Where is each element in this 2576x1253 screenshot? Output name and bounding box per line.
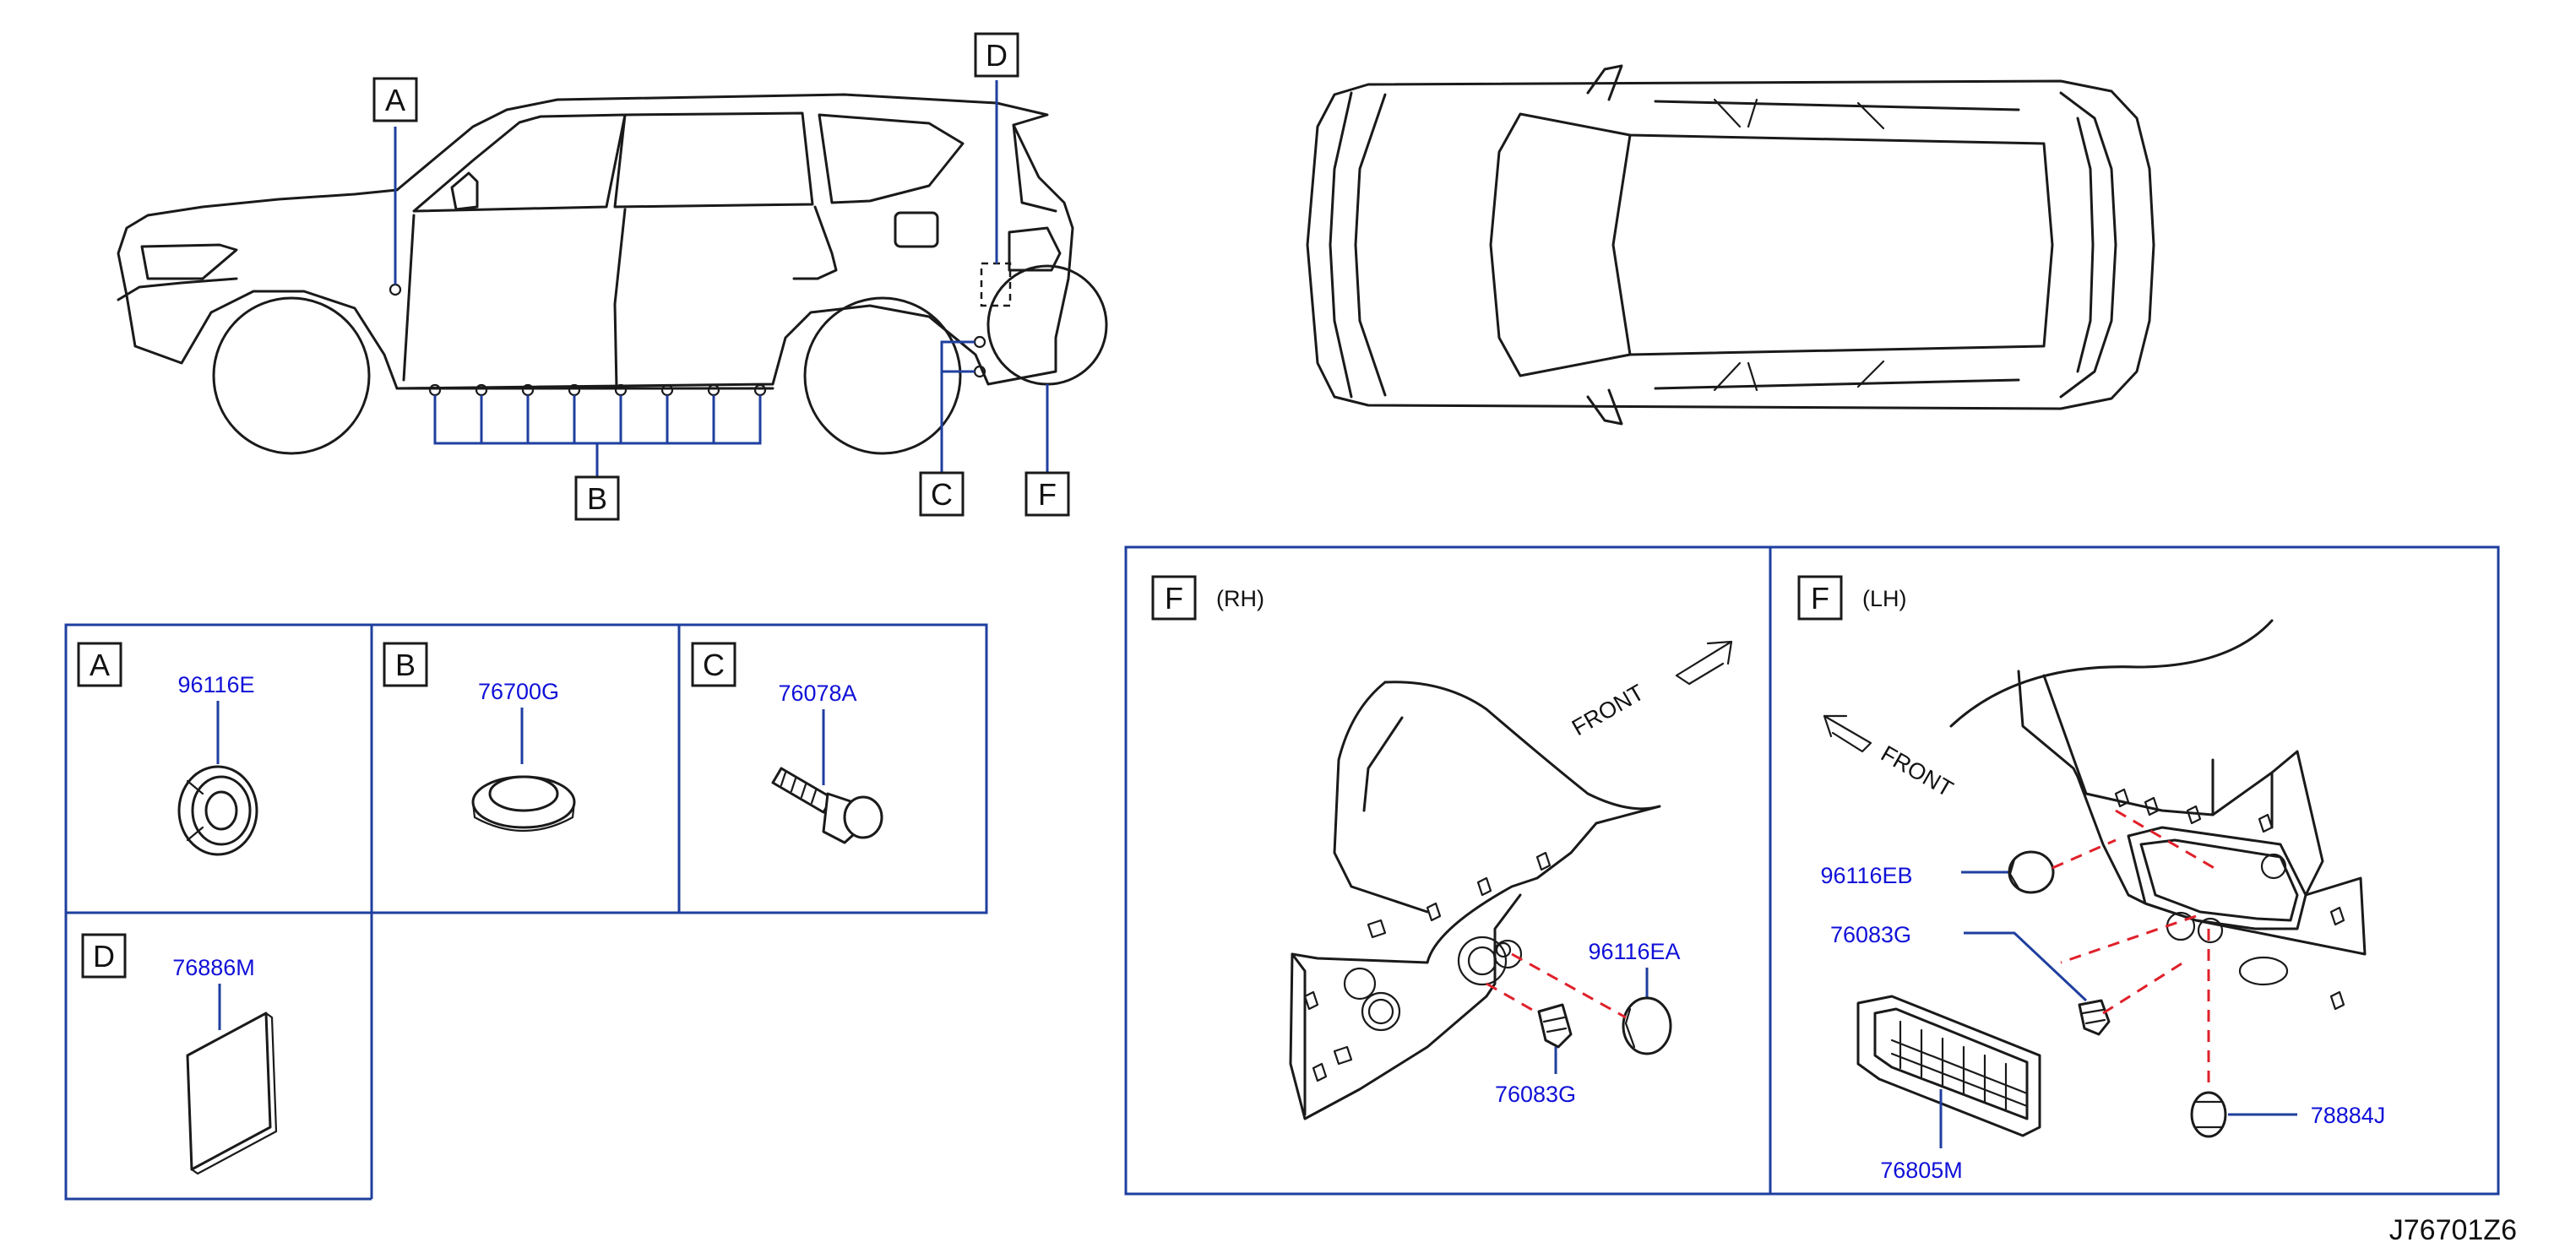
vehicle-top-view: [1306, 64, 2155, 426]
part-number-76805m: 76805M: [1880, 1158, 1963, 1183]
svg-text:F: F: [1811, 581, 1829, 616]
panel-b: B 76700G: [383, 642, 576, 833]
panel-a: A 96116E: [77, 642, 258, 856]
clip-78884j-icon: [2190, 1091, 2227, 1138]
plug-96116eb-icon: [2008, 850, 2055, 894]
part-number-76083g-rh: 76083G: [1495, 1082, 1576, 1107]
part-number-76886m: 76886M: [172, 955, 255, 980]
bolt-76078a-icon: [771, 767, 883, 844]
svg-text:C: C: [703, 648, 725, 682]
callout-c: C: [919, 471, 965, 517]
svg-text:D: D: [93, 939, 115, 974]
svg-text:B: B: [395, 648, 416, 682]
panel-d: D 76886M: [81, 933, 278, 1175]
part-number-96116e: 96116E: [177, 672, 254, 697]
panel-f-rh: F (RH) FRONT 96116EA: [1151, 575, 1733, 1120]
svg-text:F: F: [1038, 477, 1057, 512]
part-number-76078a: 76078A: [778, 681, 856, 706]
panel-f-frame: [1124, 545, 2500, 1196]
svg-text:C: C: [931, 477, 953, 512]
part-number-96116eb: 96116EB: [1820, 863, 1912, 888]
callout-f: F: [1024, 471, 1070, 517]
part-number-78884j: 78884J: [2311, 1103, 2386, 1128]
panel-c: C 76078A: [691, 642, 883, 844]
svg-text:F: F: [1165, 581, 1183, 616]
parts-panels-grid: [64, 623, 988, 1201]
svg-text:A: A: [90, 648, 110, 682]
part-number-76083g-lh: 76083G: [1830, 922, 1911, 947]
front-arrow-lh-icon: [1823, 714, 1872, 753]
diagram-reference: J76701Z6: [2389, 1214, 2517, 1246]
quarter-panel-lh-icon: [1949, 619, 2367, 1011]
callout-b: B: [574, 475, 620, 521]
front-label-lh: FRONT: [1877, 740, 1958, 801]
front-arrow-rh-icon: [1675, 640, 1733, 686]
svg-text:A: A: [385, 83, 405, 117]
side-label-lh: (LH): [1862, 586, 1907, 611]
grommet-76700g-icon: [471, 775, 576, 833]
svg-text:B: B: [587, 481, 607, 516]
side-label-rh: (RH): [1216, 586, 1264, 611]
vent-76805m-icon: [1856, 995, 2041, 1137]
panel-f-lh: F (LH) FRONT 96116EB: [1797, 575, 2386, 1183]
grommet-96116e-icon: [177, 765, 258, 856]
vehicle-side-view: A D B C F: [117, 32, 1108, 521]
clip-76083g-lh-icon: [2078, 999, 2111, 1036]
clip-76083g-rh-icon: [1537, 1003, 1573, 1049]
callout-d: D: [974, 32, 1019, 78]
part-number-76700g: 76700G: [478, 679, 559, 704]
front-label-rh: FRONT: [1568, 680, 1649, 740]
svg-text:D: D: [986, 38, 1008, 73]
sealing-pad-76886m-icon: [186, 1012, 278, 1175]
callout-a: A: [372, 77, 418, 122]
plug-96116ea-icon: [1622, 996, 1672, 1055]
part-number-96116ea: 96116EA: [1588, 939, 1680, 964]
quarter-panel-rh-icon: [1289, 681, 1661, 1120]
